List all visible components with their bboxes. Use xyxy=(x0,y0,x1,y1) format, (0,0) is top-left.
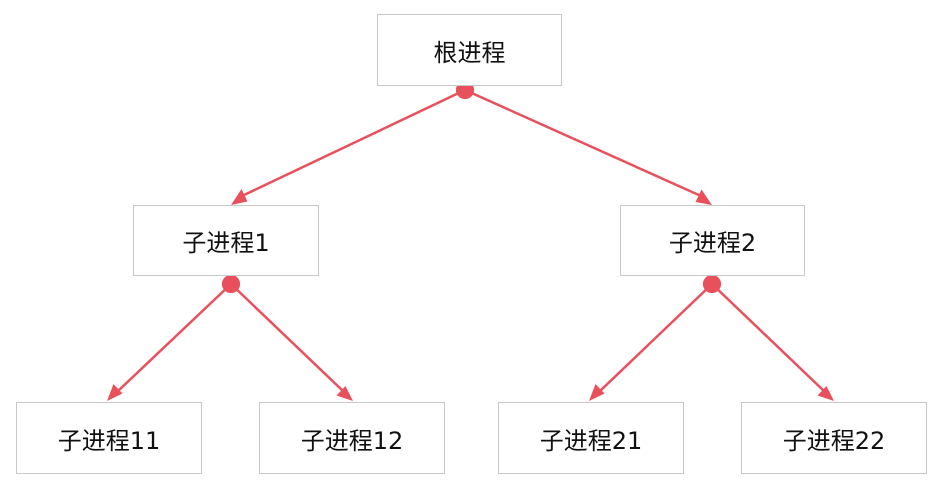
node-label: 子进程1 xyxy=(182,229,270,257)
child-process-1-node: 子进程1 xyxy=(133,205,319,276)
node-label: 根进程 xyxy=(433,38,506,67)
edge-origin-dot xyxy=(222,275,240,293)
node-label: 子进程2 xyxy=(668,229,757,257)
edge-origin-dot xyxy=(703,275,721,293)
edge-line xyxy=(117,283,232,392)
child-process-22-node: 子进程22 xyxy=(741,402,927,474)
child-process-11-node: 子进程11 xyxy=(16,402,202,474)
edge-root-to-c2 xyxy=(456,81,712,205)
edge-c1-to-c12 xyxy=(222,275,353,401)
edge-c2-to-c22 xyxy=(703,275,834,401)
root-process-node: 根进程 xyxy=(377,14,562,86)
edge-line xyxy=(599,283,713,392)
edge-c2-to-c21 xyxy=(589,275,721,401)
edge-c1-to-c11 xyxy=(107,275,240,401)
arrowhead xyxy=(231,189,248,205)
edge-root-to-c1 xyxy=(231,81,474,205)
arrowhead xyxy=(695,189,712,205)
arrowhead xyxy=(107,384,123,401)
node-label: 子进程11 xyxy=(57,426,161,455)
edge-line xyxy=(711,283,825,392)
child-process-12-node: 子进程12 xyxy=(259,402,445,474)
child-process-21-node: 子进程21 xyxy=(498,402,684,474)
edge-line xyxy=(241,88,466,198)
edge-line xyxy=(230,283,344,392)
edge-line xyxy=(464,88,702,198)
node-label: 子进程12 xyxy=(300,426,404,455)
child-process-2-node: 子进程2 xyxy=(620,205,805,276)
arrowhead xyxy=(589,384,605,401)
node-label: 子进程22 xyxy=(782,426,886,455)
node-label: 子进程21 xyxy=(539,426,643,455)
arrowhead xyxy=(336,386,353,401)
arrowhead xyxy=(817,386,834,401)
